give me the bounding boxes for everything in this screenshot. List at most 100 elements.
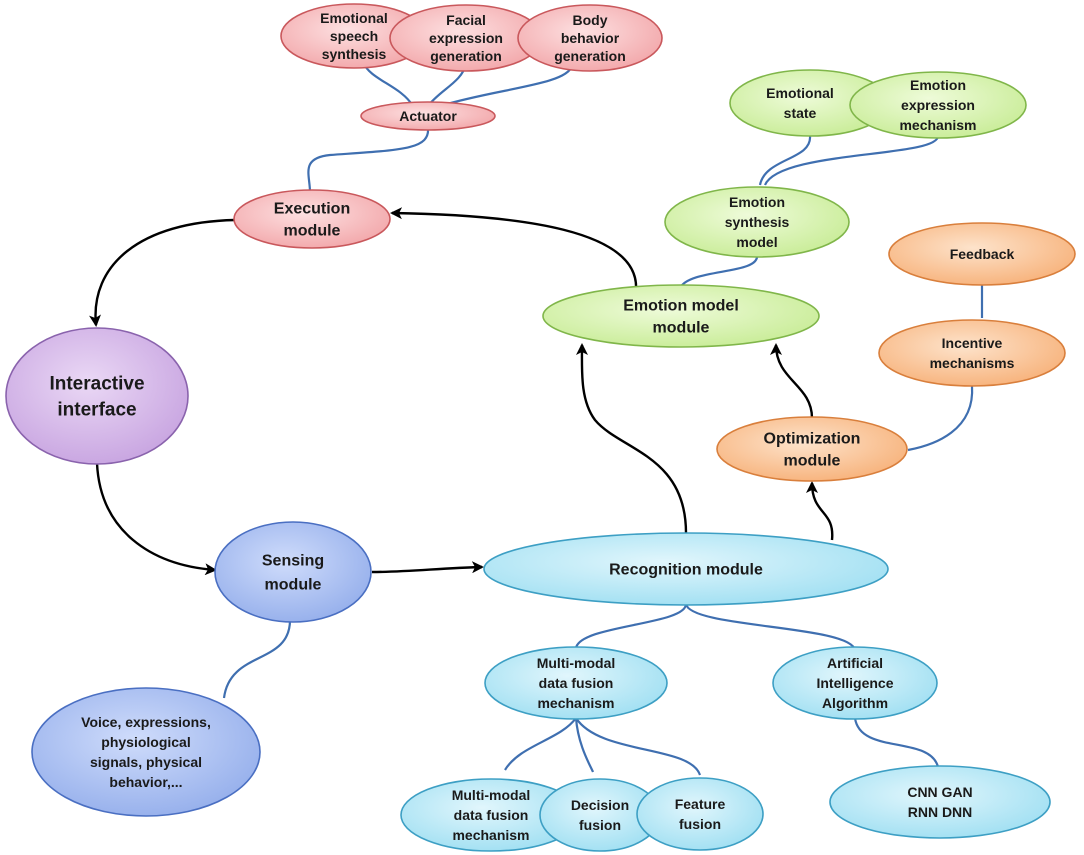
node-label-line: mechanism (899, 117, 976, 133)
node-label-line: fusion (679, 816, 721, 832)
node-label-line: Decision (571, 797, 629, 813)
node-label-line: Body (573, 12, 608, 28)
node-label-line: module (265, 577, 322, 594)
node-recognition-module[interactable]: Recognition module (483, 532, 889, 606)
node-label-line: synthesis (725, 214, 790, 230)
node-label-line: model (736, 234, 777, 250)
svg-text:Actuator: Actuator (399, 108, 457, 124)
node-emotion-synthesis-model[interactable]: Emotion synthesis model (664, 186, 850, 258)
arrow-recognition-to-emotion-model (575, 343, 688, 534)
node-sensing-module[interactable]: Sensing module (214, 521, 372, 623)
node-label-line: state (784, 105, 817, 121)
node-facial-expression-generation[interactable]: Facial expression generation (389, 4, 543, 72)
svg-text:Voice, expressions,physiologic: Voice, expressions,physiologicalsignals,… (81, 714, 211, 790)
node-multimodal-fusion-mechanism-2[interactable]: Multi-modal data fusion mechanism (400, 778, 582, 852)
node-label-line: Emotion (729, 194, 785, 210)
node-feature-fusion[interactable]: Feature fusion (636, 777, 764, 851)
node-label-line: Sensing (262, 553, 324, 570)
node-label-line: signals, physical (90, 754, 202, 770)
node-label-line: Intelligence (816, 675, 893, 691)
node-multimodal-fusion-mechanism[interactable]: Multi-modal data fusion mechanism (484, 646, 668, 720)
node-label-line: Emotional (766, 85, 834, 101)
node-label-line: generation (554, 48, 626, 64)
arrow-sensing-to-recognition (371, 561, 484, 574)
nodes-layer: Emotional speech synthesis Facial expressio… (5, 3, 1076, 852)
node-optimization-module[interactable]: Optimization module (716, 416, 908, 482)
node-label-line: behavior (561, 30, 620, 46)
node-label-line: data fusion (539, 675, 614, 691)
node-label-line: Recognition module (609, 562, 763, 579)
arrows-layer (89, 207, 834, 576)
node-label-line: Emotion (910, 77, 966, 93)
link-recognition-fusion (574, 603, 688, 649)
links-layer (222, 61, 984, 776)
node-label-line: expression (429, 30, 503, 46)
arrow-optimization-to-emotion-model (770, 343, 814, 419)
link-fusion-fusion2 (504, 717, 577, 771)
node-label-line: RNN DNN (908, 804, 973, 820)
node-label-line: Facial (446, 12, 486, 28)
node-label-line: data fusion (454, 807, 529, 823)
node-label-line: Voice, expressions, (81, 714, 211, 730)
node-label-line: behavior,... (109, 774, 182, 790)
node-label-line: Actuator (399, 108, 457, 124)
link-recognition-ai (684, 603, 857, 651)
node-label-line: fusion (579, 817, 621, 833)
node-label-line: Multi-modal (537, 655, 616, 671)
link-state-synthesis (758, 135, 812, 186)
link-body-actuator (439, 65, 574, 108)
node-feedback[interactable]: Feedback (888, 222, 1076, 286)
node-label-line: Optimization (764, 431, 861, 448)
link-speech-actuator (361, 61, 414, 107)
link-fusion-feature (575, 717, 702, 776)
node-label-line: Incentive (942, 335, 1003, 351)
node-label-line: module (284, 223, 341, 240)
node-label-line: generation (430, 48, 502, 64)
node-label-line: Emotional (320, 10, 388, 26)
node-label-line: mechanism (452, 827, 529, 843)
link-ai-cnn (853, 717, 940, 768)
node-label-line: Multi-modal (452, 787, 531, 803)
link-incentive-optimization (907, 385, 974, 452)
link-expression-synthesis (763, 135, 940, 186)
node-interactive-interface[interactable]: Interactive interface (5, 327, 189, 465)
node-actuator[interactable]: Actuator (360, 101, 496, 131)
node-label-line: Algorithm (822, 695, 888, 711)
node-label-line: Emotion model (623, 298, 739, 315)
node-decision-fusion[interactable]: Decision fusion (539, 778, 661, 852)
node-label-line: speech (330, 28, 378, 44)
node-body-behavior-generation[interactable]: Body behavior generation (517, 4, 663, 72)
node-label-line: Feature (675, 796, 726, 812)
node-label-line: Interactive (49, 374, 144, 395)
node-label-line: interface (57, 400, 136, 421)
node-label-line: mechanism (537, 695, 614, 711)
node-label-line: module (784, 453, 841, 470)
node-label-line: Feedback (950, 246, 1015, 262)
link-fusion-decision (574, 717, 595, 773)
